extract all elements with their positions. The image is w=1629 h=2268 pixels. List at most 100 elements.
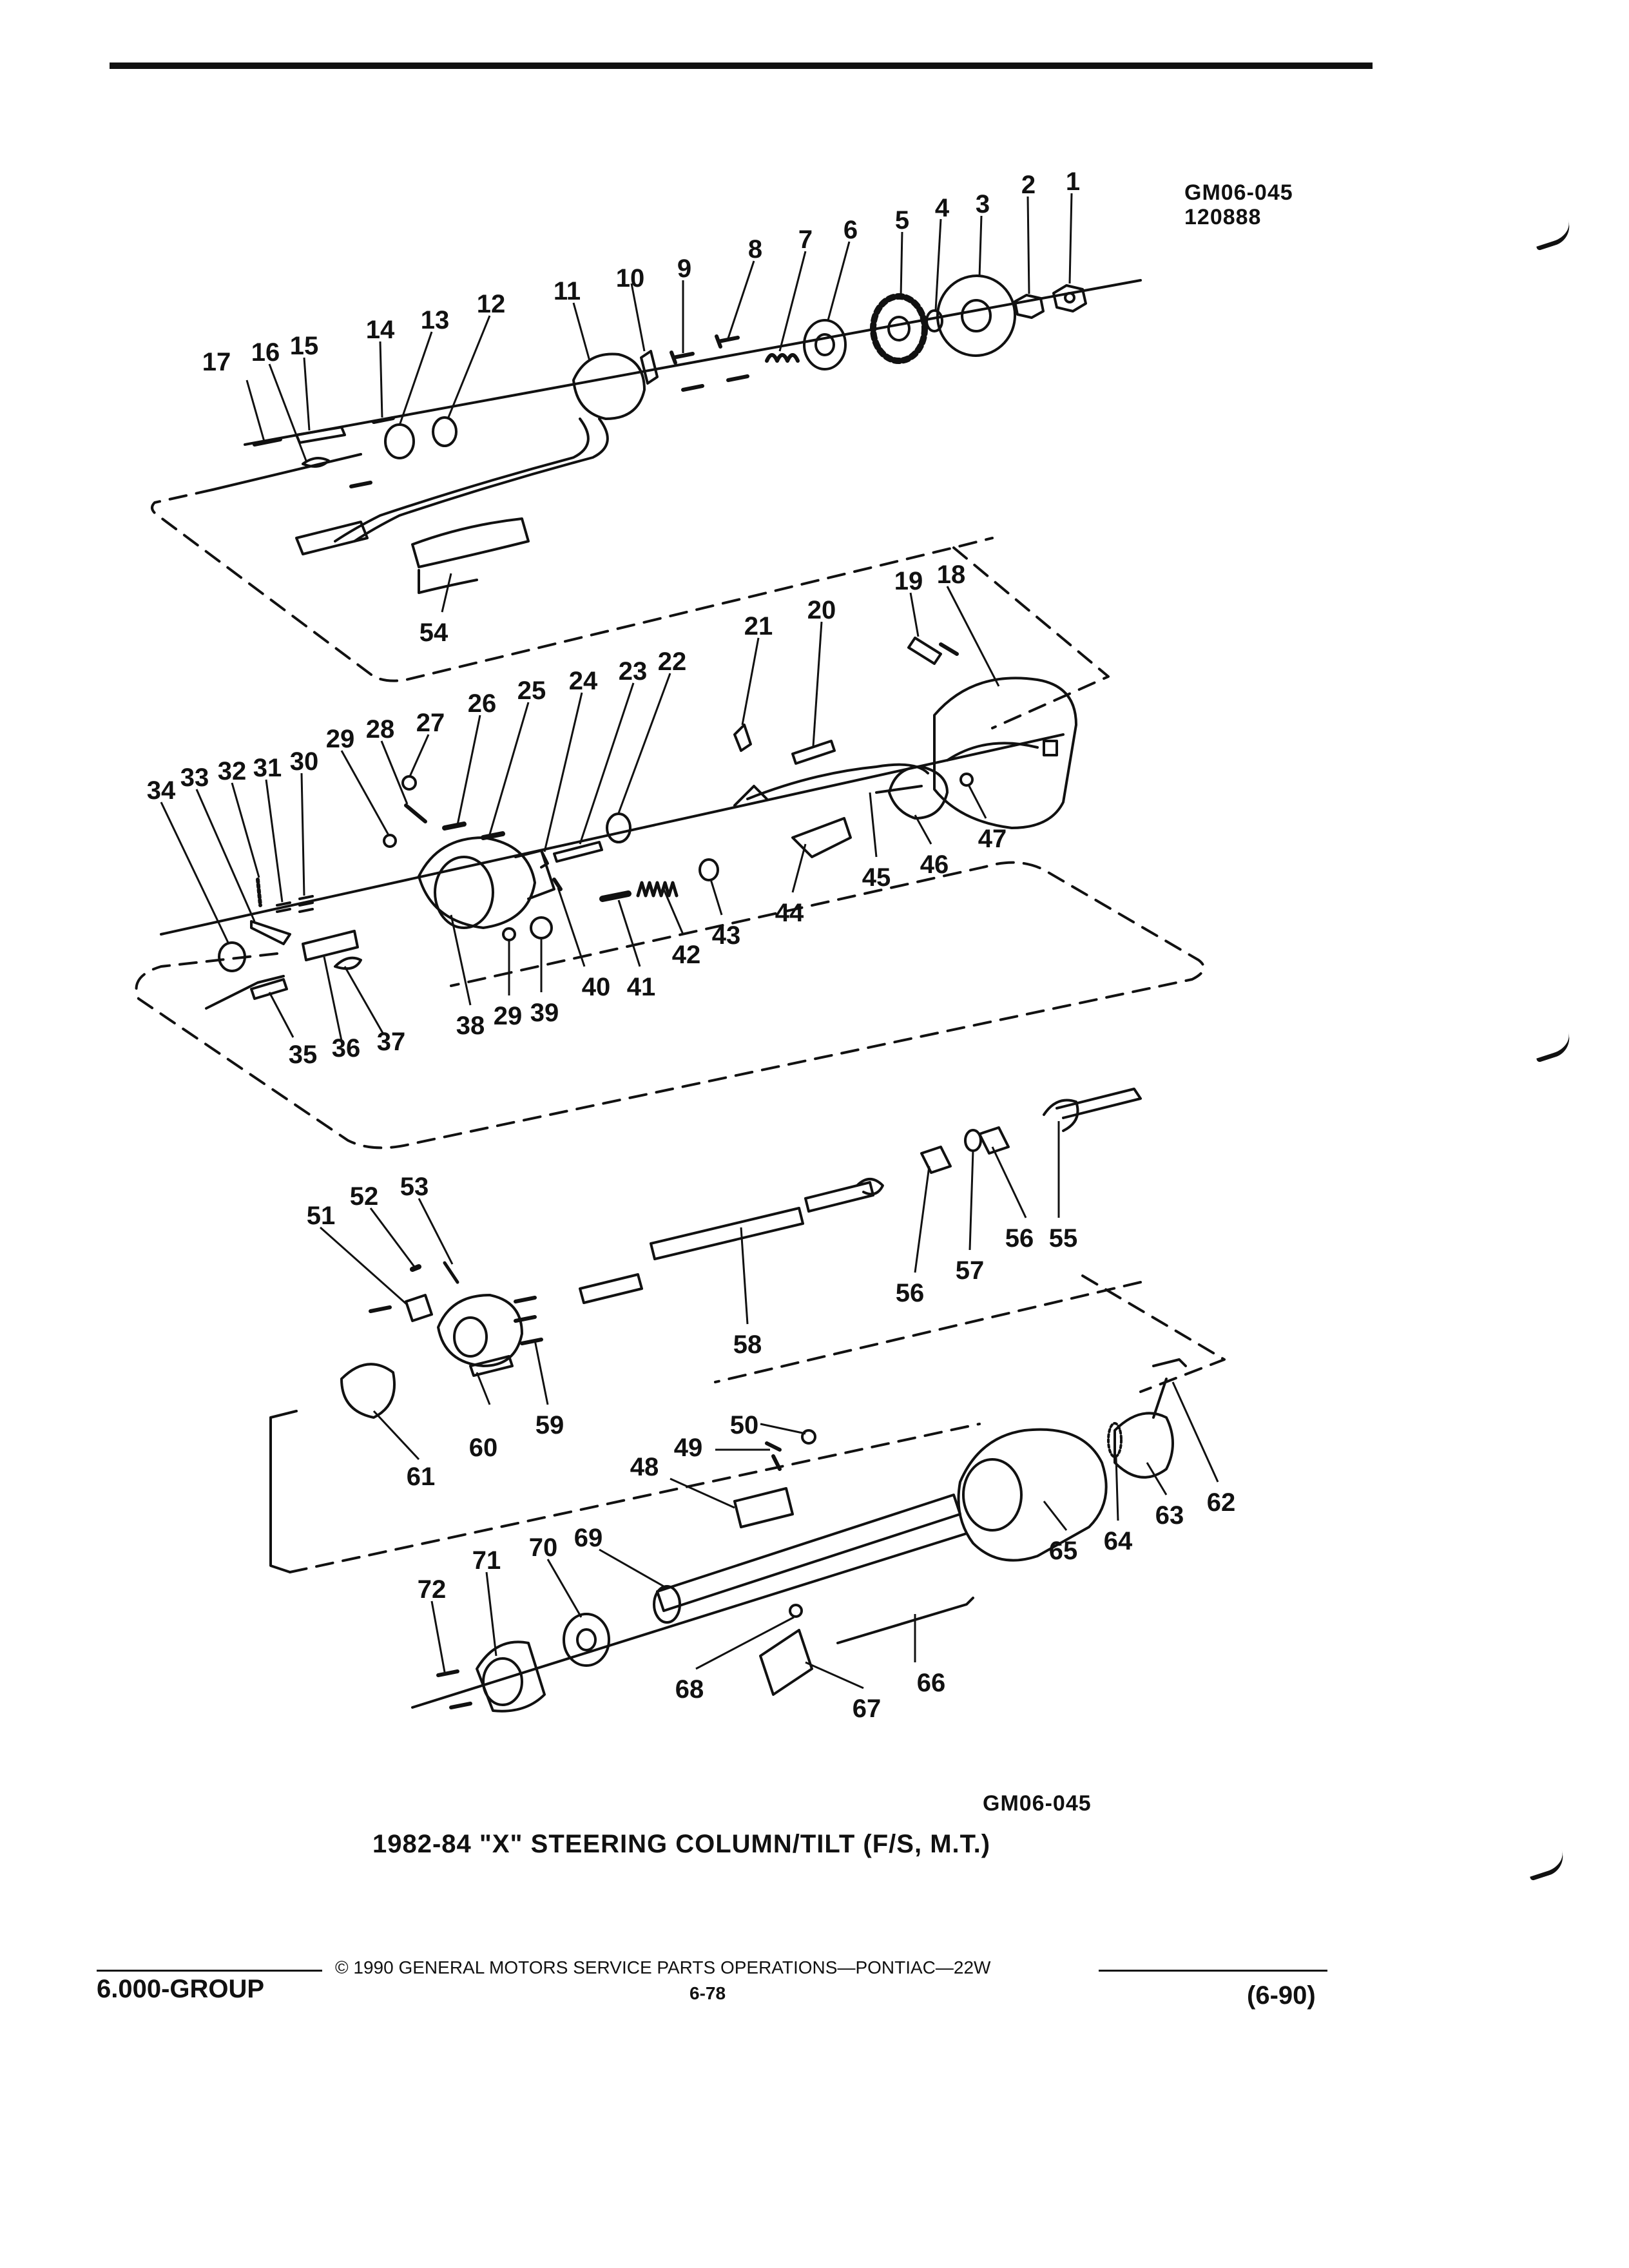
callout-11: 11 [554,277,581,305]
callout-43: 43 [712,921,741,950]
callout-64: 64 [1104,1527,1133,1555]
callout-9: 9 [677,255,691,283]
callout-42: 42 [672,941,701,969]
footer-date: (6-90) [1247,1981,1316,2010]
callout-34: 34 [147,776,176,805]
callout-2: 2 [1021,171,1036,199]
part-66-icon [836,1597,974,1644]
part-32-icon [256,878,262,907]
callout-21: 21 [744,612,773,640]
part-2-icon [1014,294,1045,319]
callout-49: 49 [674,1434,703,1462]
part-38-boss [514,849,555,900]
part-70-hole [576,1628,597,1651]
callout-62: 62 [1207,1488,1236,1517]
part-42-icon [636,881,679,898]
part-1-hole [1064,292,1075,303]
callout-24: 24 [569,667,598,695]
callout-40: 40 [582,973,611,1001]
part-8-icon [715,334,740,349]
shaft-lower-yoke [804,1181,874,1213]
part-37-icon [334,956,362,970]
callout-60: 60 [469,1434,498,1462]
part-3-icon [936,274,1017,357]
footer-rule-right [1099,1970,1327,1972]
part-69-end [653,1585,681,1624]
callout-12: 12 [477,290,506,318]
callout-4: 4 [935,194,950,222]
callout-48: 48 [630,1453,659,1481]
part-40-icon [552,878,563,891]
part-29b-icon [502,927,516,941]
boundary-6 [289,1423,981,1573]
part-55-shaft [1055,1088,1142,1119]
callout-44: 44 [775,899,804,927]
part-9-icon [670,351,695,365]
callout-38: 38 [456,1012,485,1040]
callout-65: 65 [1049,1537,1078,1565]
callout-51: 51 [307,1202,336,1230]
part-3-hole [961,299,992,332]
callout-56b: 56 [1005,1224,1034,1253]
part-64-icon [1107,1422,1123,1458]
part-59-icon [514,1296,543,1345]
part-31-icon [276,901,291,913]
part-6-hole [815,333,835,356]
header-number: 120888 [1184,205,1262,229]
callout-59: 59 [535,1411,564,1439]
part-38-bore [434,856,494,929]
footer-rule-left [97,1970,322,1972]
callout-58: 58 [733,1331,762,1359]
axis-line-3 [411,1532,968,1709]
part-69-icon [656,1494,961,1612]
callout-35: 35 [289,1041,318,1069]
part-65-bore [962,1458,1023,1532]
part-19-icon [907,637,942,665]
part-20-icon [791,740,836,765]
part-70-icon [563,1613,610,1667]
part-62-arm [1152,1378,1168,1419]
boundary-1 [151,488,994,682]
part-28-icon [404,803,427,823]
boundary-1b [211,453,362,491]
callout-1: 1 [1066,168,1080,196]
part-57-icon [964,1129,982,1152]
callout-36: 36 [332,1034,361,1062]
part-30-icon [298,895,314,913]
callout-13: 13 [421,306,450,334]
boundary-5 [269,1410,298,1573]
yoke-fork [856,1178,884,1196]
callout-18: 18 [937,561,966,589]
callout-32: 32 [218,757,247,785]
callout-45: 45 [862,863,891,892]
callout-7: 7 [798,226,813,254]
screws-loose [681,374,749,392]
callout-55: 55 [1049,1224,1078,1253]
callout-57: 57 [956,1256,985,1285]
part-60-icon [437,1294,523,1367]
part-47-icon [959,773,974,787]
callout-28: 28 [366,715,395,744]
callout-5: 5 [895,206,909,235]
callout-61: 61 [407,1463,436,1491]
callout-67: 67 [853,1695,882,1723]
part-41-icon [599,890,631,902]
part-5-icon [870,293,928,364]
part-21-icon [733,724,752,752]
part-68-icon [789,1604,803,1618]
callout-10: 10 [616,264,645,293]
screw-loose-2 [349,481,372,488]
callout-8: 8 [748,235,762,264]
part-71-icon [476,1640,546,1713]
callout-3: 3 [976,190,990,218]
part-26-icon [442,822,467,831]
part-11-icon [572,352,646,420]
part-56a-icon [920,1146,952,1174]
part-13-icon [384,423,415,459]
part-33-icon [250,920,291,945]
callout-37: 37 [377,1028,406,1056]
callout-50: 50 [730,1411,759,1439]
connector [295,521,369,555]
boundary-4 [1081,1274,1226,1393]
callout-20: 20 [807,596,836,624]
